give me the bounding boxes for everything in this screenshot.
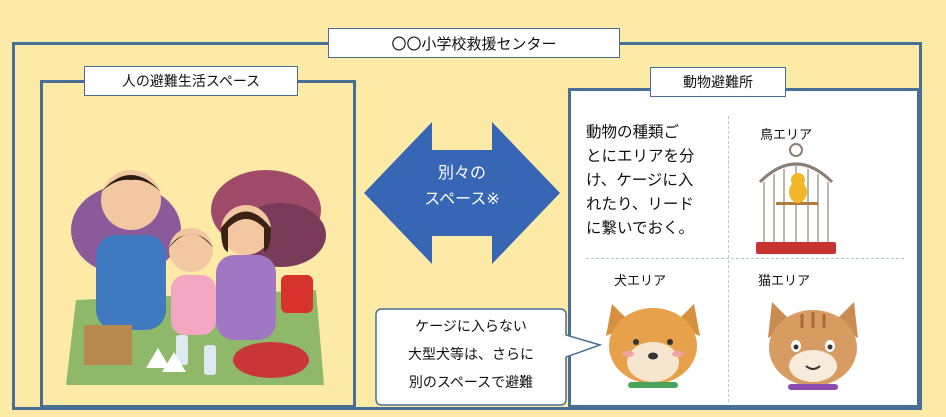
description-line: け、ケージに入	[586, 171, 694, 189]
description-line: れたり、リード	[586, 195, 694, 213]
arrow-text-line1: 別々の	[437, 163, 486, 182]
animal-shelter-title: 動物避難所	[650, 67, 786, 97]
note-line: ケージに入らない	[415, 319, 527, 335]
note-line: 大型犬等は、さらに	[408, 347, 534, 363]
separate-spaces-arrow	[364, 122, 560, 264]
note-bubble-shape	[375, 308, 603, 406]
note-text: ケージに入らない 大型犬等は、さらに 別のスペースで避難	[378, 313, 564, 397]
vertical-divider	[728, 116, 729, 402]
relief-center-title: 〇〇小学校救援センター	[328, 28, 620, 58]
dog-area-label: 犬エリア	[614, 274, 667, 289]
description-line: に繋いでおく。	[586, 219, 695, 237]
cat-area-label: 猫エリア	[758, 274, 811, 289]
animal-shelter-description: 動物の種類ご とにエリアを分 け、ケージに入 れたり、リード に繋いでおく。	[586, 120, 726, 240]
bird-area-label: 鳥エリア	[760, 128, 813, 143]
arrow-text: 別々の スペース※	[400, 160, 524, 212]
human-space-title: 人の避難生活スペース	[84, 66, 298, 96]
description-line: とにエリアを分	[586, 147, 695, 165]
note-line: 別のスペースで避難	[408, 375, 534, 391]
description-line: 動物の種類ご	[586, 123, 680, 141]
horizontal-divider	[586, 258, 904, 259]
dog-illustration	[606, 304, 700, 388]
family-illustration	[66, 170, 326, 385]
cat-illustration	[768, 302, 858, 390]
arrow-text-line2: スペース※	[424, 189, 500, 208]
birdcage-illustration	[756, 143, 836, 254]
